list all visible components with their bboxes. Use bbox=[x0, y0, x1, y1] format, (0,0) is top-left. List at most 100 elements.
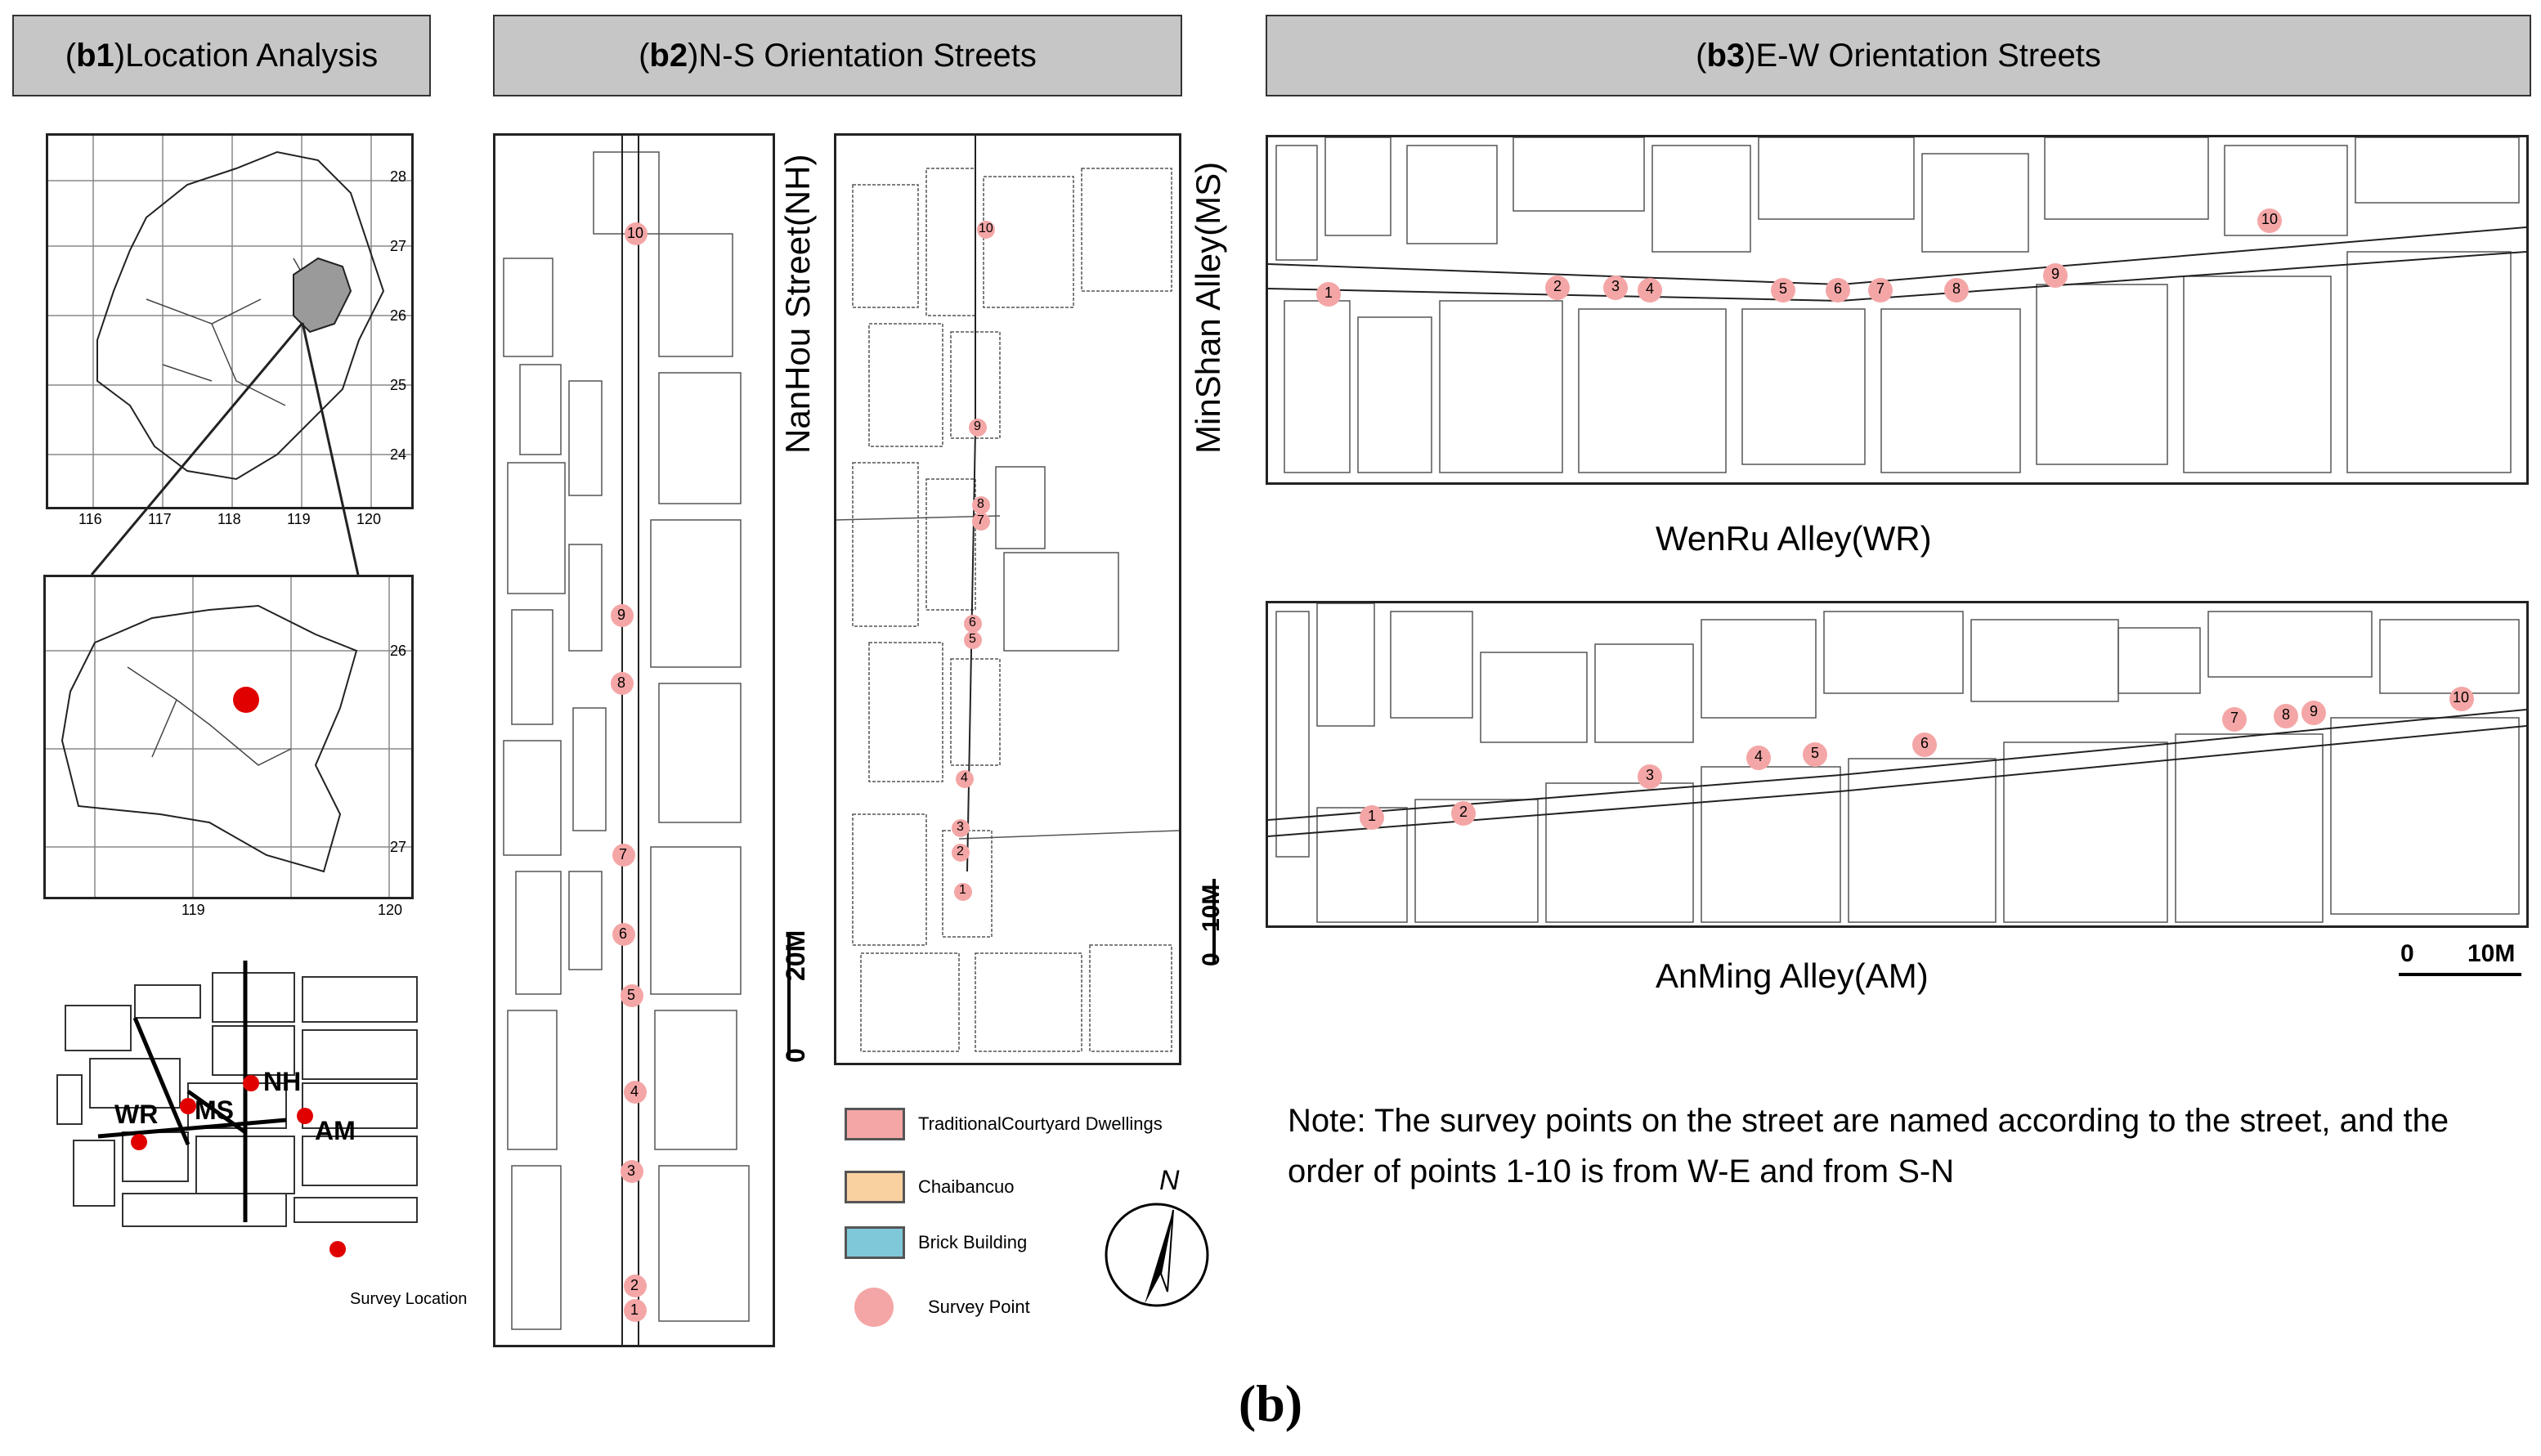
survey-point bbox=[964, 631, 982, 649]
panel-b3-header: (b3) E-W Orientation Streets bbox=[1266, 15, 2531, 96]
lon-tick: 120 bbox=[356, 511, 382, 527]
panel-b3-id: b3 bbox=[1706, 37, 1746, 74]
lat-tick: 24 bbox=[389, 446, 406, 463]
location-dot-nh bbox=[243, 1075, 259, 1091]
survey-point bbox=[1944, 278, 1969, 302]
survey-point bbox=[611, 604, 634, 627]
street-label-nh: NanHou Street(NH) bbox=[778, 154, 817, 454]
zoom-lines bbox=[90, 322, 360, 576]
ms-pt-5: 5 bbox=[969, 632, 976, 646]
legend-swatch-brick bbox=[845, 1226, 905, 1259]
nh-pt-7: 7 bbox=[619, 846, 628, 862]
survey-point bbox=[1826, 278, 1850, 302]
survey-point bbox=[1316, 282, 1341, 307]
ms-pt-6: 6 bbox=[969, 616, 976, 629]
legend-label-courtyard: TraditionalCourtyard Dwellings bbox=[918, 1113, 1163, 1134]
lat-tick: 26 bbox=[389, 307, 406, 324]
lat-tick: 28 bbox=[389, 168, 406, 185]
survey-point bbox=[1360, 805, 1384, 830]
survey-point bbox=[1746, 746, 1771, 770]
nh-pt-10: 10 bbox=[627, 225, 644, 241]
scale-b2-length: 20M bbox=[781, 930, 810, 981]
legend-item-brick: Brick Building bbox=[845, 1226, 1027, 1259]
legend-swatch-courtyard bbox=[845, 1108, 905, 1140]
province-map-svg bbox=[48, 136, 411, 507]
lat-tick: 26 bbox=[389, 643, 406, 659]
legend-item-survey-point: Survey Point bbox=[845, 1288, 1030, 1327]
survey-point bbox=[964, 615, 982, 633]
legend-label-survey-point: Survey Point bbox=[928, 1297, 1030, 1317]
survey-point bbox=[1638, 278, 1662, 302]
lon-tick: 119 bbox=[182, 902, 205, 918]
anming-map-svg bbox=[1268, 603, 2526, 923]
survey-point bbox=[624, 1081, 647, 1104]
wr-pt-4: 4 bbox=[1646, 280, 1655, 297]
survey-point bbox=[625, 222, 648, 245]
survey-point bbox=[2043, 263, 2068, 288]
survey-location-label: Survey Location bbox=[350, 1290, 468, 1308]
am-pt-3: 3 bbox=[1646, 767, 1655, 783]
survey-point bbox=[1603, 276, 1628, 300]
street-label-ms: MinShan Alley(MS) bbox=[1189, 161, 1227, 454]
north-label: N bbox=[1159, 1165, 1180, 1196]
legend-swatch-chaibancuo bbox=[845, 1171, 905, 1203]
nh-pt-8: 8 bbox=[617, 674, 626, 691]
scale-bar-b3 bbox=[2399, 973, 2521, 976]
street-label-am: AnMing Alley(AM) bbox=[1656, 956, 1929, 995]
survey-point bbox=[1912, 732, 1937, 757]
lon-tick: 118 bbox=[217, 511, 241, 527]
lon-tick: 116 bbox=[78, 511, 102, 527]
wr-pt-9: 9 bbox=[2051, 266, 2060, 282]
district-streets bbox=[97, 961, 287, 1222]
survey-point bbox=[621, 1160, 643, 1183]
location-dot-am bbox=[297, 1108, 313, 1124]
survey-point bbox=[624, 1299, 647, 1322]
wr-pt-1: 1 bbox=[1324, 284, 1333, 301]
am-pt-1: 1 bbox=[1368, 808, 1377, 824]
north-arrow bbox=[1105, 1203, 1209, 1307]
ms-pt-8: 8 bbox=[977, 497, 984, 511]
scale-bar-ms bbox=[1212, 879, 1216, 965]
panel-b1-id: b1 bbox=[76, 37, 114, 74]
note-text: Note: The survey points on the street ar… bbox=[1288, 1103, 2449, 1189]
code-ms: MS bbox=[195, 1095, 234, 1125]
wr-pt-6: 6 bbox=[1834, 280, 1843, 297]
nh-pt-2: 2 bbox=[630, 1277, 639, 1293]
wr-pt-8: 8 bbox=[1952, 280, 1961, 297]
wr-pt-3: 3 bbox=[1611, 278, 1620, 294]
ms-pt-10: 10 bbox=[979, 222, 993, 235]
panel-b1-title: Location Analysis bbox=[125, 37, 379, 74]
survey-point bbox=[1868, 278, 1893, 302]
street-label-wr: WenRu Alley(WR) bbox=[1656, 519, 1932, 558]
ms-pt-3: 3 bbox=[957, 820, 964, 834]
legend-item-courtyard: TraditionalCourtyard Dwellings bbox=[845, 1108, 1163, 1140]
survey-point bbox=[956, 770, 974, 788]
nh-pt-4: 4 bbox=[630, 1083, 639, 1100]
province-map: 28 27 26 25 24 bbox=[46, 133, 414, 509]
location-dot-wr bbox=[131, 1134, 147, 1150]
survey-point bbox=[2257, 208, 2282, 233]
nanhou-street bbox=[621, 136, 639, 1345]
panel-b3-title: E-W Orientation Streets bbox=[1755, 37, 2101, 74]
nh-pt-9: 9 bbox=[617, 607, 626, 623]
lon-tick: 120 bbox=[378, 902, 403, 918]
nh-pt-5: 5 bbox=[627, 987, 636, 1003]
lat-tick: 27 bbox=[389, 839, 406, 855]
code-nh: NH bbox=[263, 1067, 302, 1096]
scale-b2-zero: 0 bbox=[781, 1048, 810, 1063]
wr-pt-5: 5 bbox=[1779, 280, 1788, 297]
am-pt-7: 7 bbox=[2230, 710, 2239, 726]
wenru-points bbox=[1316, 208, 2282, 307]
am-pt-8: 8 bbox=[2282, 706, 2291, 723]
survey-point bbox=[2449, 687, 2474, 711]
city-location-dot bbox=[233, 687, 259, 713]
survey-point bbox=[1771, 278, 1795, 302]
panel-b2-header: (b2) N-S Orientation Streets bbox=[493, 15, 1182, 96]
am-pt-4: 4 bbox=[1754, 748, 1763, 764]
survey-point bbox=[612, 844, 635, 867]
panel-b2-id: b2 bbox=[649, 37, 688, 74]
nh-pt-3: 3 bbox=[627, 1163, 636, 1179]
wr-pt-7: 7 bbox=[1876, 280, 1885, 297]
legend-label-brick: Brick Building bbox=[918, 1232, 1028, 1252]
district-map bbox=[56, 961, 418, 1257]
